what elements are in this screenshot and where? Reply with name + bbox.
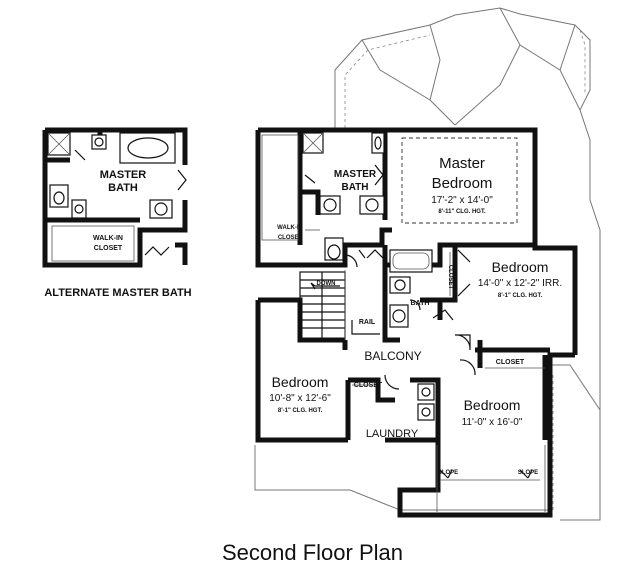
laundry-appliances <box>417 383 435 421</box>
bath-fixtures <box>389 249 433 328</box>
slope-area <box>436 445 546 512</box>
closet-southeast-label: CLOSET <box>496 359 525 366</box>
walk-in-closet-label-line2: CLOSET <box>278 235 303 241</box>
bedroom-east-label: Bedroom <box>492 259 549 275</box>
laundry-label: LAUNDRY <box>366 428 419 440</box>
master-bath-label-line1: MASTER <box>334 169 377 180</box>
staircase <box>299 270 346 341</box>
bedroom-west-size: 10'-8" x 12'-6" <box>269 393 331 404</box>
closet-east-label: CLOSET <box>447 265 453 290</box>
master-bedroom-label-line1: Master <box>439 155 485 172</box>
alt-closet-label-line1: WALK-IN <box>93 235 123 242</box>
stair-down-label: DOWN <box>317 281 336 287</box>
closet-east-shelving <box>449 249 471 297</box>
closet-west-label: CLOSET <box>354 382 383 389</box>
walk-in-closet-label-line1: WALK-IN <box>277 225 303 231</box>
alternate-bath-title: ALTERNATE MASTER BATH <box>44 287 191 299</box>
alt-bath-label-line1: MASTER <box>100 169 147 181</box>
bedroom-east-size: 14'-0" x 12'-2" IRR. <box>478 278 562 289</box>
bedroom-west-ceiling: 8'-1" CLG. HGT. <box>278 408 323 414</box>
bedroom-east-ceiling: 8'-1" CLG. HGT. <box>498 293 543 299</box>
master-bedroom-label-line2: Bedroom <box>432 175 493 192</box>
alt-bath-label-line2: BATH <box>108 182 138 194</box>
master-bedroom-size: 17'-2" x 14'-0" <box>431 195 493 206</box>
master-bath-fixtures <box>261 132 385 261</box>
bath-label: BATH <box>411 300 430 307</box>
bedroom-west-label: Bedroom <box>272 374 329 390</box>
room-labels: MASTER BATH WALK-IN CLOSET ALTERNATE MAS… <box>44 155 562 476</box>
plan-caption: Second Floor Plan <box>222 540 403 565</box>
alt-closet-label-line2: CLOSET <box>94 245 123 252</box>
alternate-bath-fixtures <box>47 132 187 262</box>
rail-label: RAIL <box>359 319 376 326</box>
slope-right-label: SLOPE <box>518 470 538 476</box>
balcony-label: BALCONY <box>364 349 421 363</box>
door-swings <box>304 164 476 390</box>
exterior-walls <box>255 127 578 518</box>
slope-left-label: SLOPE <box>438 470 458 476</box>
master-bedroom-tray-ceiling <box>401 137 518 224</box>
roof-outline <box>254 7 601 521</box>
balcony-rail <box>351 320 380 335</box>
bedroom-south-size: 11'-0" x 16'-0" <box>462 417 523 428</box>
master-bath-label-line2: BATH <box>341 182 368 193</box>
master-bedroom-ceiling: 8'-11" CLG. HGT. <box>438 209 486 215</box>
bedroom-south-label: Bedroom <box>464 397 521 413</box>
